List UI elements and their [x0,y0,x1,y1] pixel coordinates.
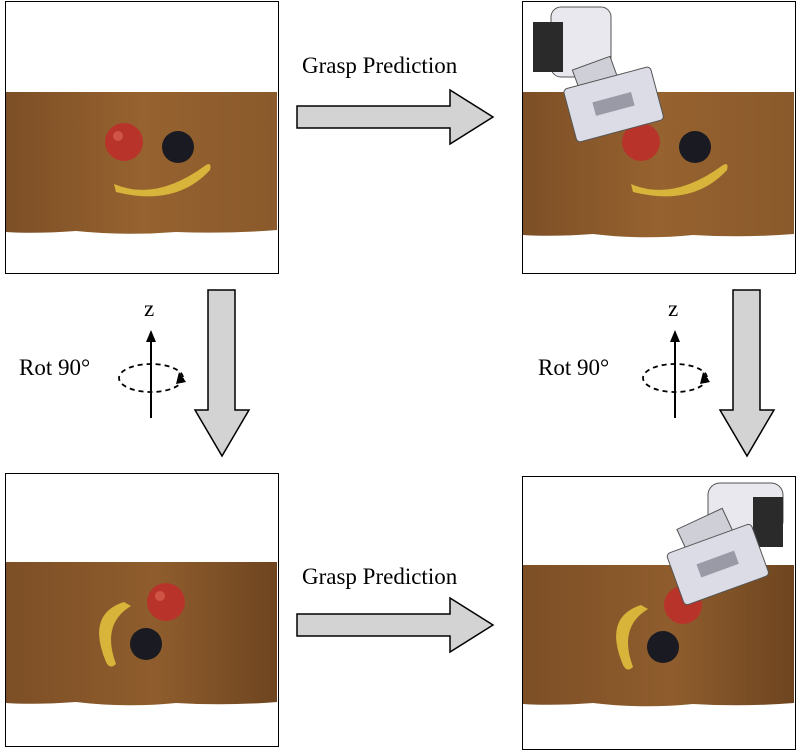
z-axis-label-right: z [668,296,679,321]
grasp-prediction-label-top: Grasp Prediction [302,53,458,78]
scene-panel-original [5,1,279,274]
scene-grasp-image [523,6,794,238]
z-axis-label-left: z [144,296,155,321]
grasp-arrow-top [296,88,495,146]
scene-original-image [6,92,277,234]
grasp-arrow-bottom [296,596,495,654]
scene-rotated-image [6,562,277,706]
scene-panel-rotated-grasp [522,476,796,750]
scene-panel-rotated [5,473,279,747]
grasp-prediction-label-bottom: Grasp Prediction [302,564,458,589]
rotation-arrow-right [718,289,776,458]
rotation-label-left: Rot 90° [19,355,91,380]
rotation-arrow-left [193,289,251,458]
rotation-icon-left [118,330,186,418]
scene-panel-grasp [522,1,796,274]
scene-rotated-grasp-image [523,482,794,707]
rotation-icon-right [642,330,710,418]
rotation-label-right: Rot 90° [538,355,610,380]
